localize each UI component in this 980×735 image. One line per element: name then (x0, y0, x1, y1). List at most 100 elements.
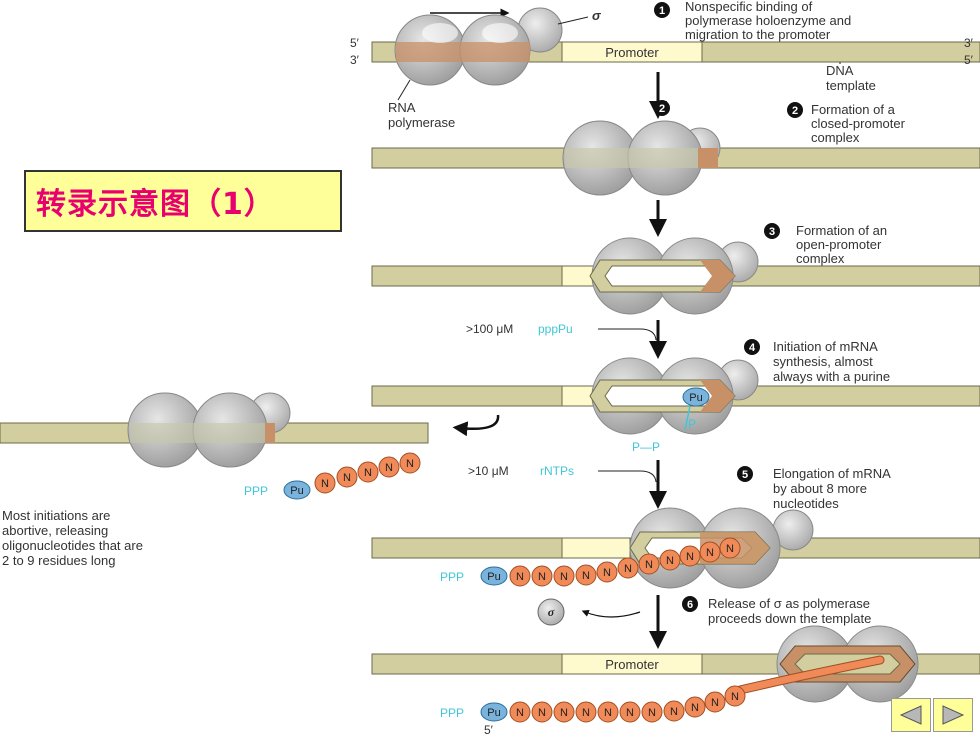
svg-text:N: N (321, 478, 329, 490)
abortive-note-2: abortive, releasing (2, 523, 108, 538)
ppppu-label: pppPu (538, 322, 573, 336)
strand-3-label: 3′ (350, 53, 360, 67)
svg-text:N: N (560, 571, 568, 583)
strand-5-label: 5′ (350, 36, 360, 50)
open-bubble (604, 265, 716, 287)
svg-text:N: N (711, 697, 719, 709)
step1-line1: Nonspecific binding of (685, 0, 813, 14)
step3-line1: Formation of an (796, 223, 887, 238)
rna-nucleotide (314, 472, 336, 494)
step6-line2: proceeds down the template (708, 611, 871, 626)
step4-group: Pu P P—P 4 Initiation of mRNA synthesis,… (371, 339, 980, 454)
svg-text:N: N (648, 707, 656, 719)
step2-line3: complex (811, 130, 860, 145)
svg-text:5: 5 (742, 469, 748, 481)
phosphate-label: P (688, 417, 696, 431)
step5-line1: Elongation of mRNA (773, 466, 891, 481)
ppppu-prefix: >100 μM (466, 322, 513, 336)
abortive-oligo: N N N N N (314, 452, 421, 494)
svg-text:6: 6 (687, 599, 693, 611)
dna-template-label-1: DNA (826, 63, 854, 78)
svg-text:N: N (666, 555, 674, 567)
step5-line2: by about 8 more (773, 481, 867, 496)
ppp-label: PPP (440, 570, 464, 584)
rna-polymerase-label-1: RNA (388, 100, 416, 115)
step3-line2: open-promoter (796, 237, 882, 252)
rna-nucleotide (336, 466, 358, 488)
strand-3r-label: 3′ (964, 36, 974, 50)
svg-text:2: 2 (792, 105, 798, 117)
step6-badge (682, 596, 698, 612)
step5-line3: nucleotides (773, 496, 839, 511)
step2-badge (654, 100, 670, 116)
svg-text:σ: σ (548, 605, 555, 619)
purine-nucleotide (682, 387, 710, 407)
step1-group: Promoter 5′ 3′ 3′ 5′ σ RNA polymerase DN… (350, 0, 980, 130)
svg-text:3: 3 (769, 226, 775, 238)
pyrophosphate-label: P—P (632, 440, 660, 454)
svg-text:N: N (626, 707, 634, 719)
svg-text:2: 2 (659, 103, 665, 115)
dna-template-label-2: template (826, 78, 876, 93)
abortive-note-1: Most initiations are (2, 508, 110, 523)
svg-text:N: N (670, 706, 678, 718)
svg-text:Pu: Pu (689, 392, 702, 404)
step1-line2: polymerase holoenzyme and (685, 13, 851, 28)
strand-5r-label: 5′ (964, 53, 974, 67)
svg-text:1: 1 (659, 5, 665, 17)
step4-line3: always with a purine (773, 369, 890, 384)
promoter-box (561, 653, 703, 675)
svg-text:N: N (645, 559, 653, 571)
promoter-box (561, 537, 631, 559)
svg-text:4: 4 (749, 342, 756, 354)
step3-badge (764, 223, 780, 239)
step4-badge (744, 339, 760, 355)
ppp-label: PPP (244, 484, 268, 498)
step2-group: 2 2 Formation of a closed-promoter compl… (371, 100, 980, 196)
sigma-label: σ (592, 8, 602, 23)
svg-text:Pu: Pu (487, 707, 500, 719)
ppp-label: PPP (440, 706, 464, 720)
step5-group: 5 Elongation of mRNA by about 8 more nuc… (371, 466, 980, 589)
purine-nucleotide (283, 480, 311, 500)
svg-text:N: N (706, 547, 714, 559)
svg-text:N: N (560, 707, 568, 719)
step2-line1: Formation of a (811, 102, 896, 117)
svg-text:N: N (726, 543, 734, 555)
triangle-left-icon (899, 705, 922, 725)
promoter-label: Promoter (605, 45, 659, 60)
svg-text:N: N (582, 570, 590, 582)
five-prime-label: 5′ (484, 723, 494, 735)
step2-line2: closed-promoter (811, 116, 906, 131)
page-title: 转录示意图（1） (36, 187, 275, 222)
purine-nucleotide (480, 702, 508, 722)
abortive-group: PPP Pu N N N N N Most initiations are ab… (0, 392, 500, 568)
svg-text:N: N (343, 472, 351, 484)
step1-badge (654, 2, 670, 18)
step3-line3: complex (796, 251, 845, 266)
svg-text:N: N (604, 707, 612, 719)
rna-nucleotide (399, 452, 421, 474)
rntps-prefix: >10 μM (468, 464, 509, 478)
svg-text:N: N (364, 467, 372, 479)
step5-badge (737, 466, 753, 482)
abortive-note-3: oligonucleotides that are (2, 538, 143, 553)
svg-text:N: N (582, 707, 590, 719)
step4-line1: Initiation of mRNA (773, 339, 878, 354)
svg-text:N: N (538, 571, 546, 583)
svg-text:N: N (624, 563, 632, 575)
title-banner: 转录示意图（1） (24, 170, 342, 232)
svg-text:N: N (385, 462, 393, 474)
next-slide-button[interactable] (933, 698, 973, 732)
svg-text:Pu: Pu (290, 485, 303, 497)
abortive-note-4: 2 to 9 residues long (2, 553, 115, 568)
purine-nucleotide (480, 566, 508, 586)
released-sigma (537, 598, 565, 626)
rna-polymerase-label-2: polymerase (388, 115, 455, 130)
prev-slide-button[interactable] (891, 698, 931, 732)
svg-text:N: N (516, 707, 524, 719)
svg-text:Pu: Pu (487, 571, 500, 583)
rna-nucleotide (378, 456, 400, 478)
step3-group: 3 Formation of an open-promoter complex (371, 223, 980, 315)
svg-text:N: N (516, 571, 524, 583)
